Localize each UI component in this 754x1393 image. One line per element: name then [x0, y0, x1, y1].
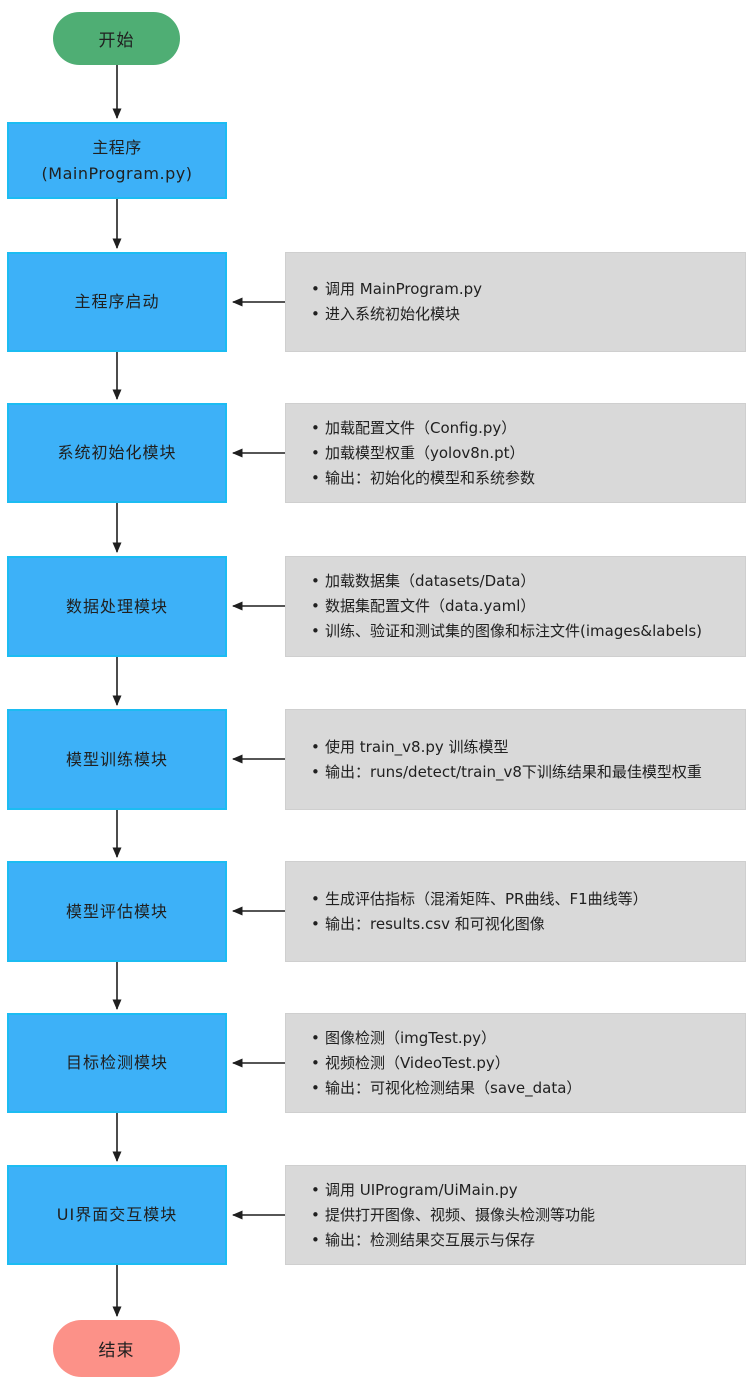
note-list: 图像检测（imgTest.py） 视频检测（VideoTest.py） 输出：可… — [310, 1026, 739, 1101]
note-box-model-evaluation: 生成评估指标（混淆矩阵、PR曲线、F1曲线等） 输出：results.csv 和… — [285, 861, 746, 962]
note-item: 数据集配置文件（data.yaml） — [310, 594, 739, 619]
note-item: 输出：runs/detect/train_v8下训练结果和最佳模型权重 — [310, 760, 739, 785]
note-item: 调用 UIProgram/UiMain.py — [310, 1178, 739, 1203]
main-program-node: 主程序 (MainProgram.py) — [7, 122, 227, 199]
note-item: 视频检测（VideoTest.py） — [310, 1051, 739, 1076]
step-node-ui-interaction: UI界面交互模块 — [7, 1165, 227, 1265]
note-box-data-processing: 加载数据集（datasets/Data） 数据集配置文件（data.yaml） … — [285, 556, 746, 657]
step-label: 目标检测模块 — [65, 1053, 168, 1073]
note-item: 提供打开图像、视频、摄像头检测等功能 — [310, 1203, 739, 1228]
step-label: 模型训练模块 — [65, 749, 168, 769]
note-list: 调用 MainProgram.py 进入系统初始化模块 — [310, 277, 739, 327]
step-label: 系统初始化模块 — [57, 443, 177, 463]
note-list: 生成评估指标（混淆矩阵、PR曲线、F1曲线等） 输出：results.csv 和… — [310, 887, 739, 937]
note-item: 输出：检测结果交互展示与保存 — [310, 1228, 739, 1253]
main-program-filename: (MainProgram.py) — [41, 163, 193, 183]
note-item: 输出：results.csv 和可视化图像 — [310, 912, 739, 937]
note-item: 加载数据集（datasets/Data） — [310, 569, 739, 594]
step-node-program-start: 主程序启动 — [7, 252, 227, 352]
end-node: 结束 — [53, 1320, 180, 1377]
note-item: 调用 MainProgram.py — [310, 277, 739, 302]
note-item: 加载配置文件（Config.py） — [310, 416, 739, 441]
note-box-object-detection: 图像检测（imgTest.py） 视频检测（VideoTest.py） 输出：可… — [285, 1013, 746, 1113]
note-item: 加载模型权重（yolov8n.pt） — [310, 441, 739, 466]
note-list: 使用 train_v8.py 训练模型 输出：runs/detect/train… — [310, 735, 739, 785]
note-item: 训练、验证和测试集的图像和标注文件(images&labels) — [310, 619, 739, 644]
step-node-model-training: 模型训练模块 — [7, 709, 227, 810]
start-label: 开始 — [98, 31, 135, 51]
step-label: 主程序启动 — [74, 292, 160, 312]
note-item: 进入系统初始化模块 — [310, 302, 739, 327]
note-item: 输出：初始化的模型和系统参数 — [310, 466, 739, 491]
start-node: 开始 — [53, 12, 180, 65]
step-node-data-processing: 数据处理模块 — [7, 556, 227, 657]
main-program-title: 主程序 — [92, 137, 142, 157]
note-item: 使用 train_v8.py 训练模型 — [310, 735, 739, 760]
end-label: 结束 — [98, 1341, 135, 1361]
note-box-model-training: 使用 train_v8.py 训练模型 输出：runs/detect/train… — [285, 709, 746, 810]
step-node-model-evaluation: 模型评估模块 — [7, 861, 227, 962]
note-list: 调用 UIProgram/UiMain.py 提供打开图像、视频、摄像头检测等功… — [310, 1178, 739, 1253]
step-node-object-detection: 目标检测模块 — [7, 1013, 227, 1113]
note-item: 图像检测（imgTest.py） — [310, 1026, 739, 1051]
note-box-ui-interaction: 调用 UIProgram/UiMain.py 提供打开图像、视频、摄像头检测等功… — [285, 1165, 746, 1265]
note-list: 加载数据集（datasets/Data） 数据集配置文件（data.yaml） … — [310, 569, 739, 644]
step-label: 数据处理模块 — [65, 596, 168, 616]
step-label: 模型评估模块 — [65, 901, 168, 921]
note-box-program-start: 调用 MainProgram.py 进入系统初始化模块 — [285, 252, 746, 352]
note-list: 加载配置文件（Config.py） 加载模型权重（yolov8n.pt） 输出：… — [310, 416, 739, 491]
step-label: UI界面交互模块 — [56, 1205, 178, 1225]
note-box-system-init: 加载配置文件（Config.py） 加载模型权重（yolov8n.pt） 输出：… — [285, 403, 746, 503]
note-item: 输出：可视化检测结果（save_data） — [310, 1076, 739, 1101]
note-item: 生成评估指标（混淆矩阵、PR曲线、F1曲线等） — [310, 887, 739, 912]
step-node-system-init: 系统初始化模块 — [7, 403, 227, 503]
